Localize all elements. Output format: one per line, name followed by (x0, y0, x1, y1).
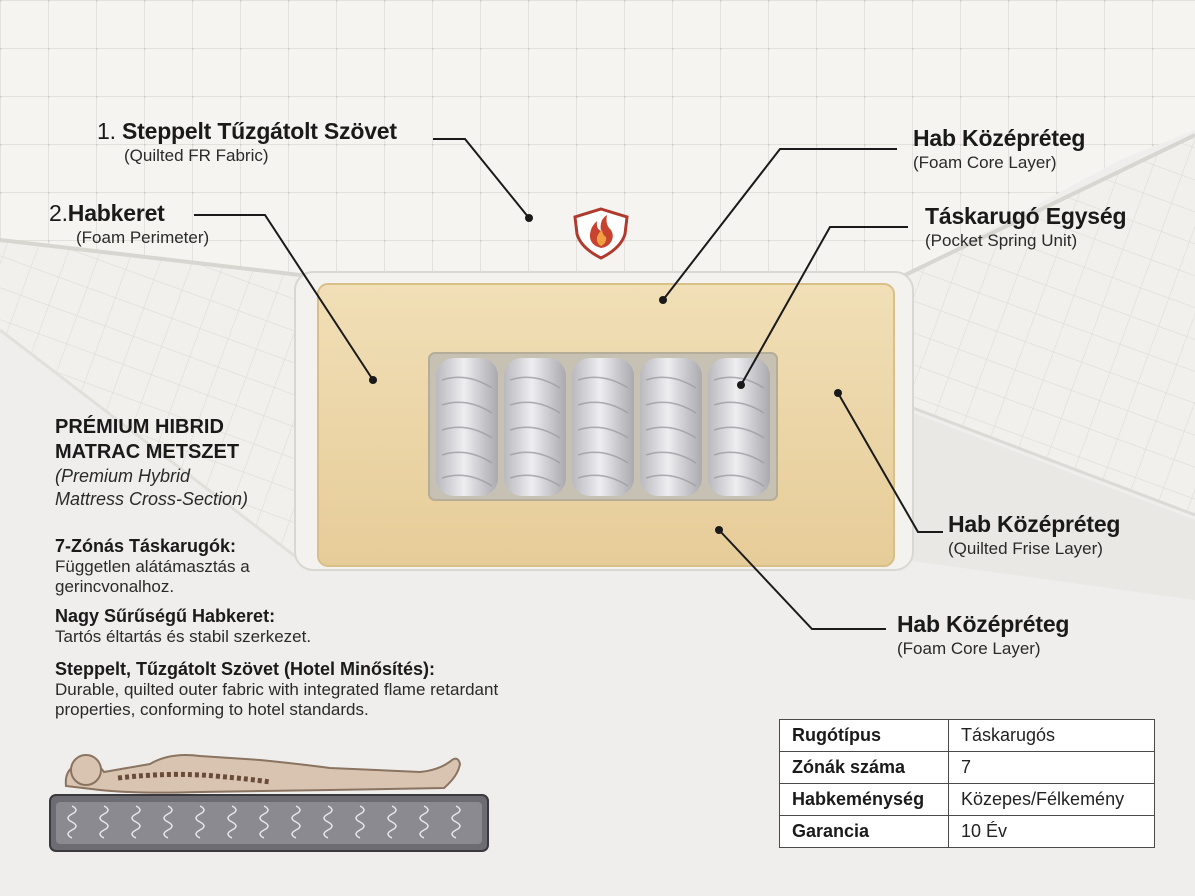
spec-value: 10 Év (948, 815, 1155, 848)
section-heading: PRÉMIUM HIBRID MATRAC METSZET (Premium H… (55, 415, 248, 511)
spec-key: Rugótípus (779, 719, 949, 752)
fire-shield-icon (573, 207, 629, 260)
callout-foam-core-top: Hab Középréteg (Foam Core Layer) (913, 125, 1085, 173)
feature-desc: properties, conforming to hotel standard… (55, 700, 369, 719)
feature-desc: Durable, quilted outer fabric with integ… (55, 680, 499, 699)
callout-number: 2. (49, 200, 68, 226)
spec-value: Közepes/Félkemény (948, 783, 1155, 816)
callout-subtitle: (Foam Perimeter) (76, 228, 210, 247)
callout-subtitle: (Pocket Spring Unit) (925, 231, 1078, 250)
feature-desc: Tartós éltartás és stabil szerkezet. (55, 627, 312, 646)
callout-frise: Hab Középréteg (Quilted Frise Layer) (948, 511, 1120, 559)
table-row: Zónák száma 7 (779, 751, 1155, 784)
leader-dots (369, 214, 842, 534)
pocket-springs (436, 358, 770, 496)
heading-subtitle: (Premium Hybrid (55, 466, 191, 486)
callout-title: Habkeret (67, 200, 165, 226)
callout-title: Táskarugó Egység (925, 203, 1127, 229)
table-row: Habkeménység Közepes/Félkemény (779, 783, 1155, 816)
leader-lines (194, 138, 943, 630)
callout-title: Steppelt Tűzgátolt Szövet (122, 118, 397, 144)
spec-value: Táskarugós (948, 719, 1155, 752)
spec-key: Habkeménység (779, 783, 949, 816)
feature-title: Nagy Sűrűségű Habkeret: (55, 606, 276, 626)
callout-title: Hab Középréteg (948, 511, 1121, 537)
heading-subtitle: Mattress Cross-Section) (55, 489, 249, 509)
callout-subtitle: (Foam Core Layer) (913, 153, 1057, 172)
spec-key: Garancia (779, 815, 949, 848)
callout-subtitle: (Quilted Frise Layer) (948, 539, 1103, 558)
callout-fabric: 1. Steppelt Tűzgátolt Szövet (Quilted FR… (97, 118, 397, 166)
feature-title: 7-Zónás Táskarugók: (55, 536, 237, 556)
callout-number: 1. (97, 118, 116, 144)
feature-desc: gerincvonalhoz. (55, 577, 175, 596)
callout-foam-core-bottom: Hab Középréteg (Foam Core Layer) (897, 611, 1069, 659)
table-row: Rugótípus Táskarugós (779, 719, 1155, 752)
callout-subtitle: (Foam Core Layer) (897, 639, 1041, 658)
spine-support-icon (49, 754, 489, 852)
spec-table: Rugótípus Táskarugós Zónák száma 7 Habke… (779, 719, 1155, 848)
spec-value: 7 (948, 751, 1155, 784)
callout-title: Hab Középréteg (897, 611, 1070, 637)
callout-title: Hab Középréteg (913, 125, 1086, 151)
table-row: Garancia 10 Év (779, 815, 1155, 848)
heading-line: PRÉMIUM HIBRID (55, 416, 224, 438)
callout-perimeter: 2.Habkeret (Foam Perimeter) (49, 200, 209, 248)
feature-item: Nagy Sűrűségű Habkeret: Tartós éltartás … (55, 606, 311, 647)
spec-key: Zónák száma (779, 751, 949, 784)
feature-item: 7-Zónás Táskarugók: Független alátámaszt… (55, 536, 250, 597)
feature-title: Steppelt, Tűzgátolt Szövet (Hotel Minősí… (55, 659, 436, 679)
feature-item: Steppelt, Tűzgátolt Szövet (Hotel Minősí… (55, 659, 498, 720)
feature-desc: Független alátámasztás a (55, 557, 250, 576)
callout-subtitle: (Quilted FR Fabric) (124, 146, 269, 165)
callout-pocket-spring: Táskarugó Egység (Pocket Spring Unit) (925, 203, 1127, 251)
heading-line: MATRAC METSZET (55, 441, 240, 463)
